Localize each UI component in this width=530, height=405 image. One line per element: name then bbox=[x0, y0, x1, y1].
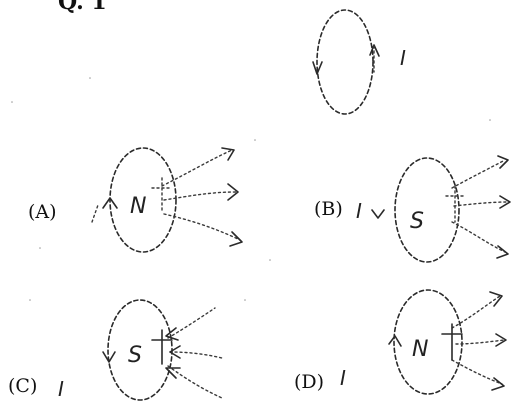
option-a-field-line-3 bbox=[163, 213, 241, 241]
option-b-field-line-1 bbox=[451, 159, 506, 189]
option-c-current-label: I bbox=[58, 377, 64, 401]
option-b: (B) I S bbox=[314, 155, 511, 263]
option-d-current-label: I bbox=[340, 366, 346, 390]
option-b-pole: S bbox=[410, 209, 424, 234]
reference-loop-arrow-down bbox=[312, 61, 323, 75]
option-a-field-line-1 bbox=[161, 149, 233, 187]
option-c: (C) I S bbox=[8, 299, 223, 401]
option-d-pole: N bbox=[412, 337, 428, 362]
option-c-label: (C) bbox=[8, 375, 37, 397]
option-a: (A) N bbox=[28, 147, 243, 253]
option-d-label: (D) bbox=[294, 371, 324, 393]
option-d-field-line-3 bbox=[451, 359, 503, 385]
reference-current-label: I bbox=[400, 46, 406, 70]
option-a-loop bbox=[109, 147, 177, 253]
option-a-pole: N bbox=[130, 194, 146, 219]
option-d-field-line-2 bbox=[455, 339, 505, 345]
header-fragment: Q. 1 bbox=[58, 0, 107, 15]
option-b-field-line-2 bbox=[453, 201, 509, 207]
option-b-label: (B) bbox=[314, 198, 343, 220]
option-d-field-line-1 bbox=[451, 295, 501, 329]
option-c-field-line-3 bbox=[167, 365, 223, 399]
reference-loop-arrow-up bbox=[369, 44, 380, 57]
option-c-field-line-1 bbox=[167, 307, 216, 339]
option-a-field-line-2 bbox=[163, 191, 237, 201]
option-a-label: (A) bbox=[28, 201, 57, 223]
option-d-loop bbox=[393, 289, 463, 395]
option-c-pole: S bbox=[128, 343, 142, 368]
reference-loop-ring bbox=[316, 9, 374, 115]
option-b-current-label: I bbox=[356, 199, 362, 223]
option-c-field-line-2 bbox=[169, 351, 223, 359]
scan-noise bbox=[11, 77, 491, 301]
reference-loop: I bbox=[312, 9, 406, 115]
option-d: (D) I N bbox=[294, 289, 507, 395]
option-b-loop bbox=[394, 157, 460, 263]
option-b-field-line-3 bbox=[451, 221, 506, 253]
